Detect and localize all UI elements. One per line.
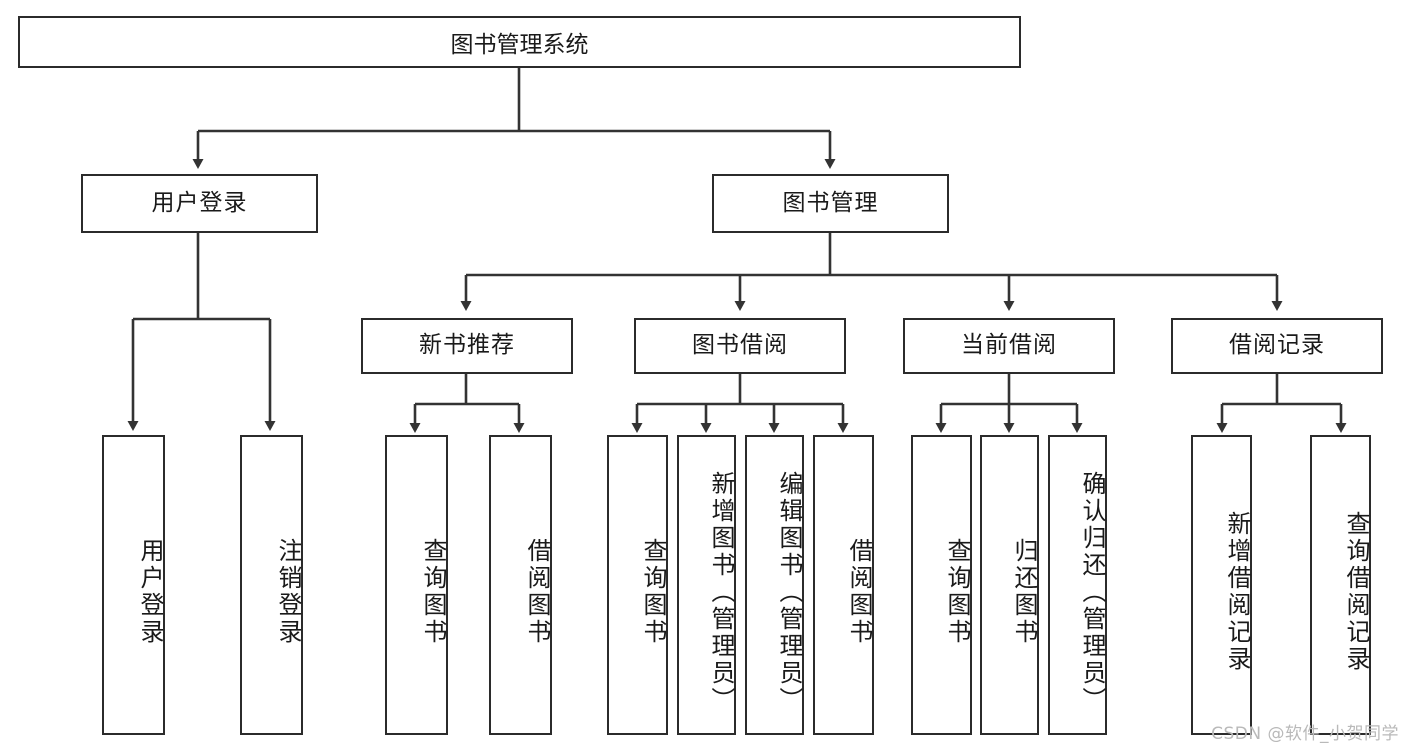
node-borrow-record[interactable]: 借阅记录: [1171, 318, 1383, 374]
leaf-borrow-edit-book-admin[interactable]: 编辑图书（管理员）: [745, 435, 804, 735]
node-label: 归还图书: [1010, 538, 1038, 646]
leaf-current-confirm-return-admin[interactable]: 确认归还（管理员）: [1048, 435, 1107, 735]
node-label: 用户登录: [136, 538, 164, 646]
node-root-system[interactable]: 图书管理系统: [18, 16, 1021, 68]
node-label: 编辑图书（管理员）: [775, 470, 803, 714]
leaf-borrow-query-book[interactable]: 查询图书: [607, 435, 668, 735]
node-label: 借阅记录: [1229, 332, 1325, 359]
node-label: 当前借阅: [961, 332, 1057, 359]
node-book-borrow[interactable]: 图书借阅: [634, 318, 846, 374]
node-label: 图书管理: [782, 189, 879, 216]
node-new-book-recommend[interactable]: 新书推荐: [361, 318, 573, 374]
leaf-recommend-query-book[interactable]: 查询图书: [385, 435, 448, 735]
node-label: 借阅图书: [845, 538, 873, 646]
node-book-management[interactable]: 图书管理: [712, 174, 949, 233]
node-label: 查询图书: [419, 538, 447, 646]
leaf-user-login[interactable]: 用户登录: [102, 435, 165, 735]
leaf-logout[interactable]: 注销登录: [240, 435, 303, 735]
node-label: 新增图书（管理员）: [707, 470, 735, 714]
node-label: 确认归还（管理员）: [1078, 470, 1106, 714]
leaf-record-add-record[interactable]: 新增借阅记录: [1191, 435, 1252, 735]
leaf-borrow-add-book-admin[interactable]: 新增图书（管理员）: [677, 435, 736, 735]
node-label: 图书借阅: [692, 332, 788, 359]
leaf-current-query-book[interactable]: 查询图书: [911, 435, 972, 735]
watermark-text: CSDN @软件_小贺同学: [1211, 724, 1399, 744]
leaf-borrow-borrow-book[interactable]: 借阅图书: [813, 435, 874, 735]
node-label: 用户登录: [151, 189, 248, 216]
node-current-borrow[interactable]: 当前借阅: [903, 318, 1115, 374]
node-label: 注销登录: [274, 538, 302, 646]
node-label: 查询借阅记录: [1342, 511, 1370, 673]
node-user-login[interactable]: 用户登录: [81, 174, 318, 233]
node-label: 查询图书: [639, 538, 667, 646]
leaf-record-query-record[interactable]: 查询借阅记录: [1310, 435, 1371, 735]
leaf-current-return-book[interactable]: 归还图书: [980, 435, 1039, 735]
leaf-recommend-borrow-book[interactable]: 借阅图书: [489, 435, 552, 735]
node-label: 查询图书: [943, 538, 971, 646]
node-label: 新书推荐: [419, 332, 515, 359]
node-label: 借阅图书: [523, 538, 551, 646]
node-label: 新增借阅记录: [1223, 511, 1251, 673]
node-label: 图书管理系统: [450, 32, 589, 58]
